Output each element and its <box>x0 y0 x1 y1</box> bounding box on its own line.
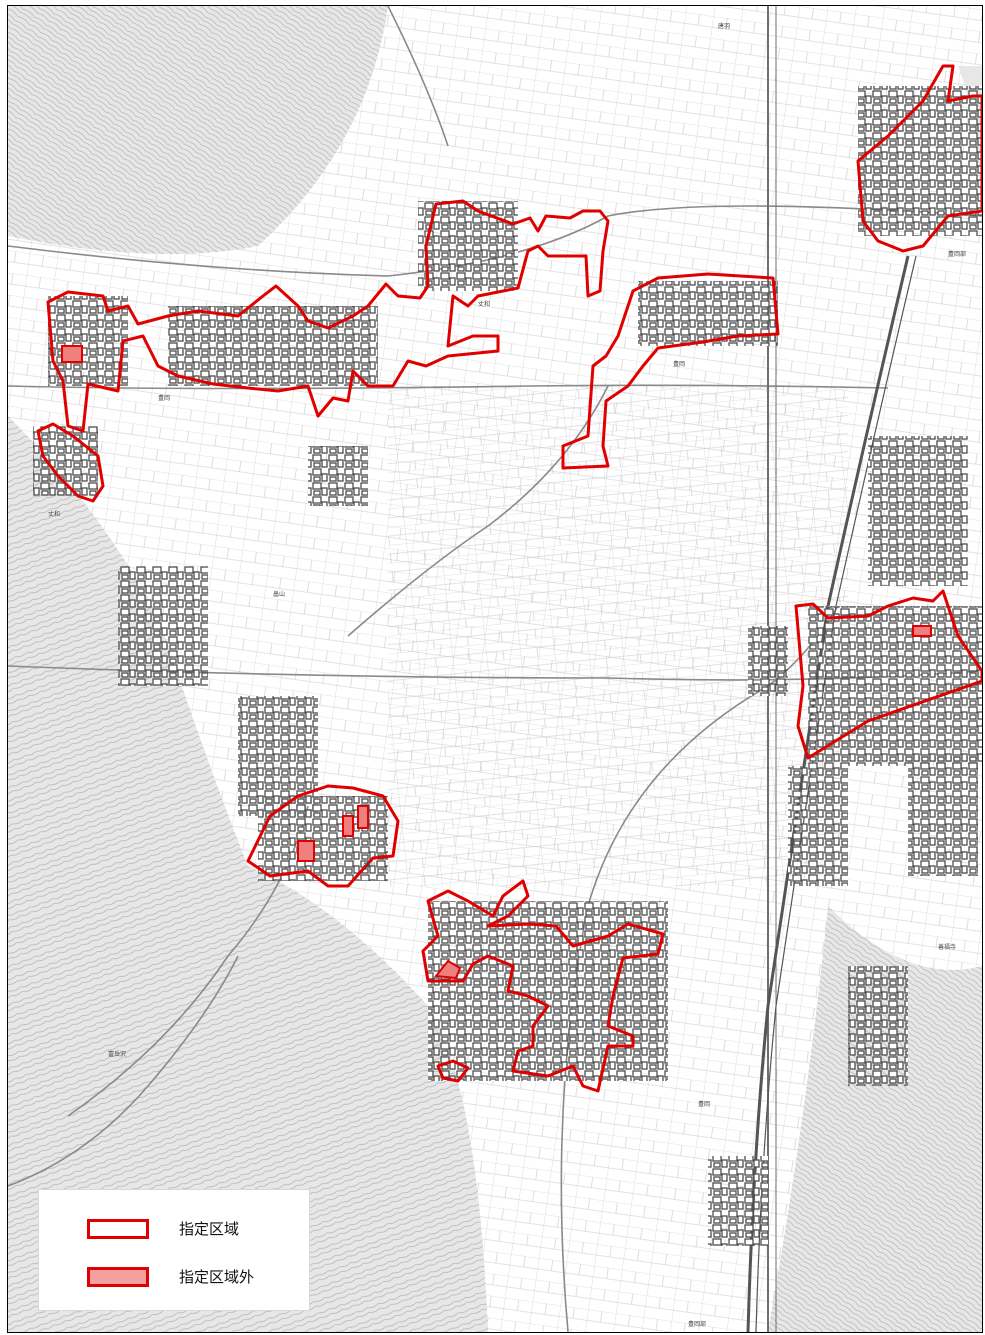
designated-area-west <box>36 422 105 503</box>
place-label: 唐羽 <box>718 22 730 30</box>
designated-area-south-small <box>436 1059 470 1083</box>
topographic-map[interactable]: 豊岡 豊岡 豊岡 丈和 丈和 唐羽 善福寺 畠山 畠山 富岳沢 豊岡部 豊岡部 <box>8 6 982 1332</box>
place-label: 富岳沢 <box>108 1050 126 1058</box>
outside-area-4 <box>342 815 354 837</box>
outside-area-5 <box>357 805 369 829</box>
legend-label-designated: 指定区域 <box>179 1220 240 1238</box>
place-label: 善福寺 <box>938 943 956 951</box>
designated-area-north-center <box>561 272 780 470</box>
place-label: 畠山 <box>363 860 375 868</box>
outside-area-1 <box>61 345 83 363</box>
place-label: 豊岡部 <box>948 250 966 258</box>
place-label: 畠山 <box>273 590 285 598</box>
legend-swatch-outline <box>87 1218 149 1239</box>
designated-area-south-west <box>246 784 400 888</box>
outside-area-3 <box>297 840 315 862</box>
outside-areas[interactable] <box>61 345 932 980</box>
designated-area-north-west <box>46 199 610 433</box>
place-label: 豊岡 <box>673 360 685 368</box>
legend-item-outside: 指定区域外 <box>87 1266 254 1287</box>
designated-area-north-east <box>856 64 982 253</box>
legend-label-outside: 指定区域外 <box>179 1268 255 1286</box>
legend-item-designated: 指定区域 <box>87 1218 239 1239</box>
outside-area-6 <box>434 959 462 980</box>
place-label: 豊岡 <box>698 1100 710 1108</box>
place-label: 丈和 <box>478 300 490 308</box>
designated-area-south-center <box>421 879 665 1093</box>
legend-swatch-filled <box>87 1266 149 1287</box>
place-label: 豊岡 <box>158 394 170 402</box>
building-clusters <box>33 86 982 1246</box>
map-legend: 指定区域 指定区域外 <box>38 1189 310 1311</box>
designated-areas[interactable] <box>36 64 982 1093</box>
map-frame[interactable]: 豊岡 豊岡 豊岡 丈和 丈和 唐羽 善福寺 畠山 畠山 富岳沢 豊岡部 豊岡部 … <box>7 5 983 1333</box>
outside-area-2 <box>912 625 932 637</box>
designated-area-east <box>794 589 982 760</box>
place-label: 豊岡部 <box>688 1320 706 1328</box>
place-label: 丈和 <box>48 510 60 518</box>
